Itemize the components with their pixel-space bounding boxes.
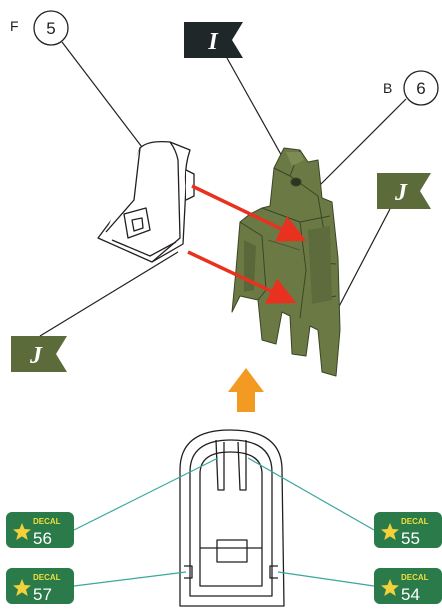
flag-i-letter: I: [207, 29, 219, 55]
seat-body-part-b: [231, 147, 341, 377]
seat-back-view: [179, 429, 285, 607]
callout-b-number: 6: [416, 79, 425, 98]
flag-j-right-marker: J: [377, 173, 431, 209]
star-icon: [381, 579, 399, 596]
flag-j-left-marker: J: [11, 336, 67, 372]
seat-cushion-part-f: [97, 140, 195, 263]
flag-i-marker: I: [184, 22, 243, 58]
decal-badge-54: DECAL 54: [374, 568, 442, 604]
decal-number-55: 55: [401, 529, 420, 548]
callout-part-b: B 6: [383, 70, 439, 106]
decal-leader-lines: [73, 457, 375, 587]
decal-badge-57: DECAL 57: [6, 568, 74, 604]
decal-badge-55: DECAL 55: [374, 512, 442, 548]
leader-line-flag-j-right: [332, 208, 391, 319]
decal-label: DECAL: [401, 573, 429, 582]
callout-b-letter: B: [383, 80, 392, 96]
callout-part-f: F 5: [10, 10, 69, 46]
flag-j-right-letter: J: [394, 180, 408, 206]
star-icon: [13, 579, 31, 596]
assembly-arrow-upper: [191, 184, 307, 242]
leader-line-flag-j-left: [39, 251, 179, 337]
callout-f-letter: F: [10, 18, 19, 34]
decal-number-57: 57: [33, 585, 52, 604]
callout-f-number: 5: [46, 19, 55, 38]
flag-j-left-letter: J: [29, 343, 43, 369]
decal-badge-56: DECAL 56: [6, 512, 74, 548]
decal-label: DECAL: [33, 517, 61, 526]
decal-number-54: 54: [401, 585, 420, 604]
leader-line-f: [61, 41, 149, 156]
star-icon: [381, 523, 399, 540]
assembly-arrow-lower: [187, 250, 297, 304]
orange-direction-arrow: [228, 368, 264, 412]
decal-label: DECAL: [401, 517, 429, 526]
decal-label: DECAL: [33, 573, 61, 582]
decal-number-56: 56: [33, 529, 52, 548]
leader-line-b: [319, 98, 407, 186]
star-icon: [13, 523, 31, 540]
